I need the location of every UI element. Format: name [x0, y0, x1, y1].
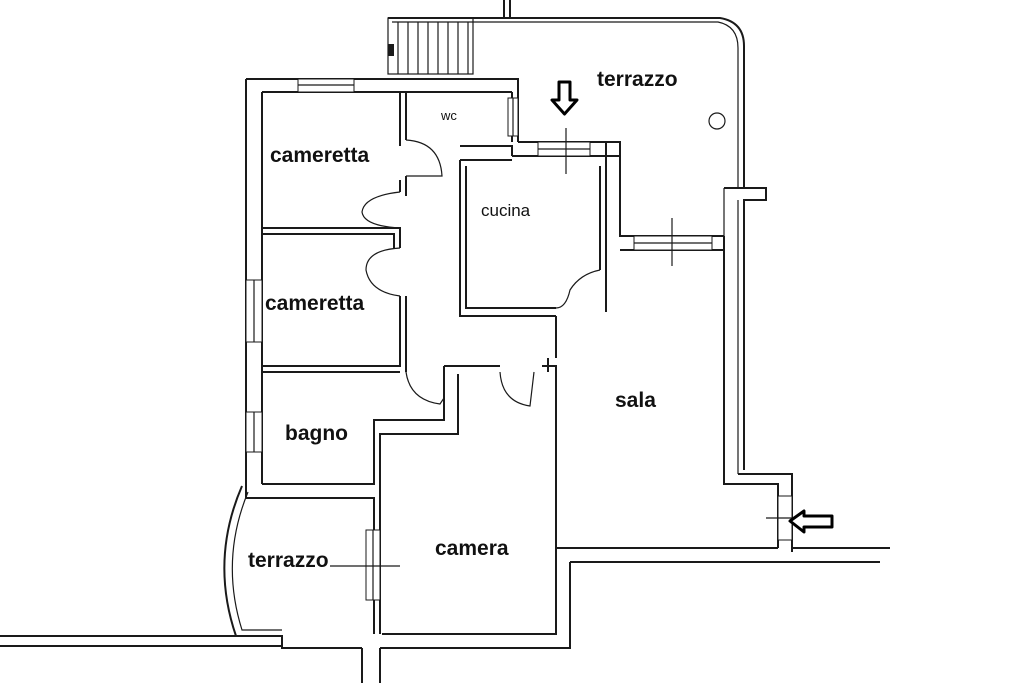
- room-label-terrazzo-bottom: terrazzo: [248, 549, 329, 572]
- interior-walls: [246, 92, 607, 683]
- door-swings: [361, 139, 601, 407]
- door-wc: [405, 139, 443, 177]
- door-bagno: [405, 371, 445, 405]
- room-label-cameretta-1: cameretta: [270, 144, 370, 167]
- door-camera: [499, 371, 535, 407]
- room-label-cucina: cucina: [481, 201, 531, 220]
- room-label-terrazzo-top: terrazzo: [597, 68, 678, 91]
- door-cucina: [555, 269, 601, 309]
- room-label-camera: camera: [435, 537, 509, 560]
- room-label-cameretta-2: cameretta: [265, 292, 365, 315]
- room-label-sala: sala: [615, 389, 656, 412]
- room-label-bagno: bagno: [285, 422, 348, 445]
- left-arrow-icon: [788, 509, 834, 534]
- windows: [245, 78, 806, 601]
- door-cameretta-1: [361, 191, 401, 229]
- top-terrace-outline: [388, 0, 767, 474]
- drain-icon: [708, 112, 726, 130]
- room-label-wc: wc: [440, 108, 457, 123]
- stairs: [387, 17, 474, 75]
- down-arrow-icon: [550, 80, 579, 116]
- door-cameretta-2: [365, 247, 401, 297]
- bottom-terrace-outline: [0, 485, 362, 649]
